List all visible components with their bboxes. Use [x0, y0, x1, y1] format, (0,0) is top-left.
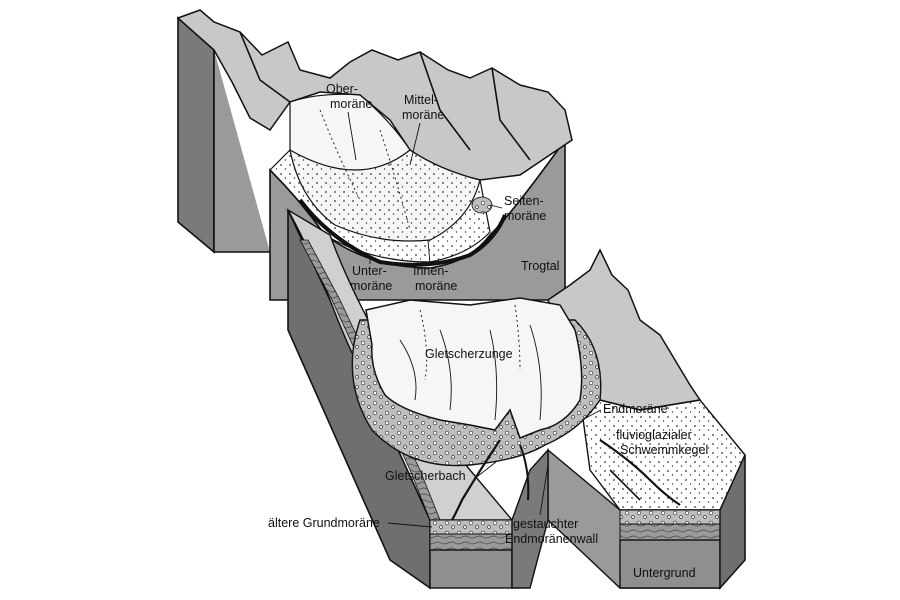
label-gestaucht-2: Endmoränenwall [505, 532, 598, 546]
moraine-dots [514, 304, 521, 371]
upper-block-left-face [177, 16, 215, 254]
ridge-line [239, 31, 291, 103]
label-gletscherbach: Gletscherbach [385, 469, 466, 483]
label-endmoraene: Endmoräne [603, 402, 668, 416]
leader-seitenmoraene [489, 204, 503, 209]
left-gravel-layer [429, 519, 513, 535]
label-innenmoraene-2: moräne [415, 279, 457, 293]
label-trogtal: Trogtal [521, 259, 559, 273]
right-gravel-layer [619, 509, 721, 525]
moraine-stripe [379, 129, 411, 231]
upper-labels: Ober- moräne Mittel- moräne Seiten- morä… [326, 82, 559, 293]
label-fluvio-1: fluvioglazialer [616, 428, 692, 442]
label-mittelmoraene-2: moräne [402, 108, 444, 122]
crevasse [529, 324, 542, 421]
lateral-moraine-gravel [471, 196, 493, 214]
lower-left-bank [286, 208, 514, 521]
lower-block [286, 208, 746, 590]
crevasse [489, 329, 498, 421]
leader-gletscherbach [477, 461, 497, 477]
crevasse [399, 339, 417, 401]
label-gletscherzunge: Gletscherzunge [425, 347, 513, 361]
ridge-line [419, 51, 471, 151]
leader-grundmoraene [387, 522, 433, 528]
lower-labels: Gletscherzunge Endmoräne fluvioglazialer… [268, 347, 708, 580]
right-bedrock [619, 539, 721, 589]
glacier-tongue [365, 297, 583, 439]
upper-block [176, 9, 573, 301]
upper-bed-line [298, 198, 507, 267]
ridge-line [491, 67, 531, 161]
right-side-face [719, 454, 746, 590]
crevasse [439, 329, 452, 411]
label-untermoraene-2: moräne [350, 279, 392, 293]
label-grundmoraene: ältere Grundmoräne [268, 516, 380, 530]
label-mittelmoraene-1: Mittel- [404, 93, 438, 107]
label-gestaucht-1: gestauchter [513, 517, 578, 531]
left-strata-layer [429, 533, 513, 551]
meltwater-stream [451, 439, 501, 521]
label-seitenmoraene-2: moräne [504, 209, 546, 223]
leader-innenmoraene [427, 239, 431, 265]
label-innenmoraene-1: Innen- [413, 264, 448, 278]
central-notch [511, 448, 549, 589]
leader-gestaucht [539, 464, 549, 516]
moraine-stripe [319, 109, 361, 201]
label-obermoraene-1: Ober- [326, 82, 358, 96]
label-untergrund: Untergrund [633, 566, 696, 580]
leader-mittelmoraene [409, 122, 421, 166]
label-fluvio-2: Schwemmkegel [620, 443, 708, 457]
left-bedrock [429, 549, 513, 589]
right-strata-layer [619, 523, 721, 541]
label-obermoraene-2: moräne [330, 97, 372, 111]
label-untermoraene-1: Unter- [352, 264, 387, 278]
meltwater-stream [609, 469, 641, 501]
leader-endmoraene [581, 409, 602, 421]
meltwater-stream [519, 444, 530, 501]
label-seitenmoraene-1: Seiten- [504, 194, 544, 208]
leader-obermoraene [347, 111, 357, 161]
meltwater-stream [599, 439, 681, 506]
